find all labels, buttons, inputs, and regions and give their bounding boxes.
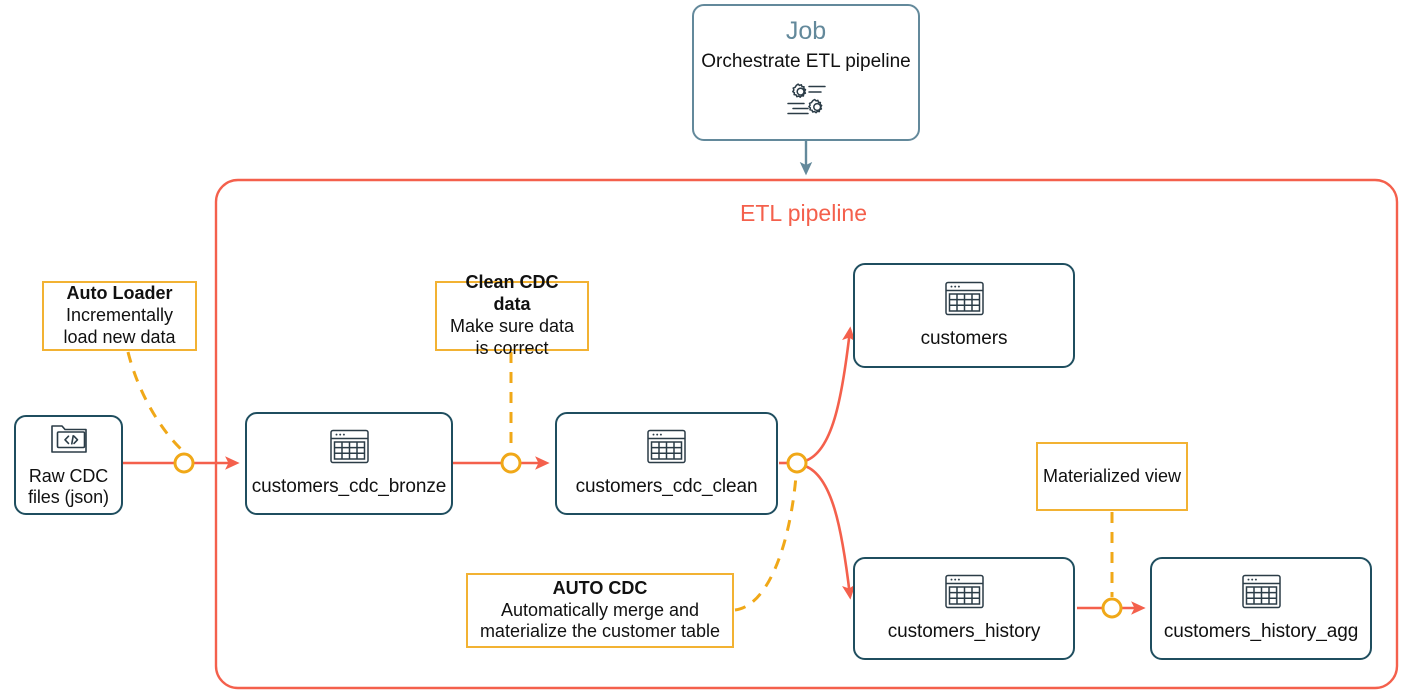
node-label: customers_history_agg: [1163, 621, 1359, 643]
annotation-line: Automatically merge and: [500, 599, 700, 620]
node-label-line1: Raw CDC: [28, 465, 109, 486]
node-customers[interactable]: customers: [853, 263, 1075, 368]
node-customers-cdc-bronze[interactable]: customers_cdc_bronze: [245, 412, 453, 515]
node-label: customers_cdc_clean: [575, 476, 758, 498]
annotation-line: is correct: [475, 337, 549, 358]
job-box[interactable]: Job Orchestrate ETL pipeline: [692, 4, 920, 141]
node-customers-history-agg[interactable]: customers_history_agg: [1150, 557, 1372, 660]
annotation-line: Incrementally: [65, 305, 174, 326]
table-icon: [1241, 573, 1282, 615]
annotation-title: Clean CDC data: [465, 272, 559, 315]
connector-clean-cdc: [500, 452, 522, 474]
leader-auto-loader: [126, 351, 186, 454]
node-customers-history[interactable]: customers_history: [853, 557, 1075, 660]
annotation-materialized-view: Materialized view: [1036, 442, 1188, 511]
leader-auto-cdc: [734, 475, 798, 612]
node-label-line2: files (json): [28, 487, 109, 507]
table-icon: [329, 428, 370, 470]
annotation-title: AUTO CDC: [552, 577, 648, 598]
annotation-auto-loader: Auto Loader Incrementally load new data: [42, 281, 197, 351]
job-title: Job: [785, 17, 827, 45]
node-label: customers_history: [887, 621, 1041, 643]
edge-clean-to-customers: [804, 326, 856, 463]
annotation-auto-cdc: AUTO CDC Automatically merge and materia…: [466, 573, 734, 648]
table-icon: [646, 428, 687, 470]
table-icon: [944, 280, 985, 322]
etl-pipeline-label: ETL pipeline: [740, 200, 868, 226]
edge-clean-to-customers-history: [804, 464, 856, 600]
etl-pipeline-container: [214, 178, 1399, 690]
node-customers-cdc-clean[interactable]: customers_cdc_clean: [555, 412, 778, 515]
annotation-line: load new data: [63, 326, 176, 347]
annotation-clean-cdc-data: Clean CDC data Make sure data is correct: [435, 272, 589, 358]
annotation-line: Materialized view: [1042, 465, 1182, 486]
node-label: customers: [920, 328, 1008, 350]
node-raw-cdc-files[interactable]: Raw CDC files (json): [14, 415, 123, 515]
annotation-title: Auto Loader: [66, 283, 173, 304]
annotation-line: Make sure data: [449, 316, 575, 336]
node-label: customers_cdc_bronze: [251, 476, 447, 498]
connector-auto-cdc: [786, 452, 808, 474]
connector-auto-loader: [173, 452, 195, 474]
job-subtitle: Orchestrate ETL pipeline: [701, 50, 911, 72]
gears-workflow-icon: [783, 80, 829, 125]
table-icon: [944, 573, 985, 615]
annotation-line: materialize the customer table: [479, 621, 721, 642]
connector-materialized-view: [1101, 597, 1123, 619]
folder-code-icon: [49, 422, 89, 460]
